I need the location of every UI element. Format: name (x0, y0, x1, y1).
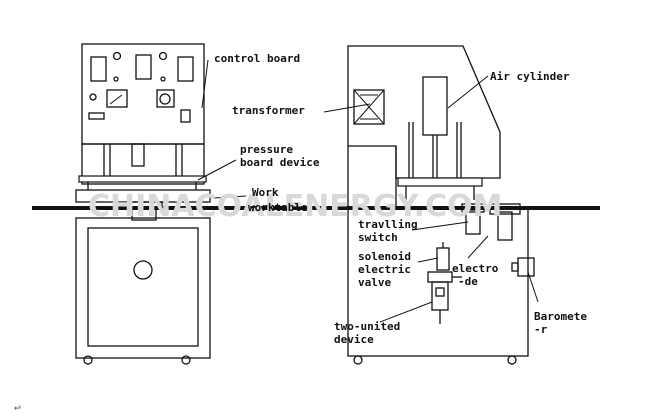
wheel-front-left (83, 355, 93, 365)
electrode-connector (497, 211, 513, 241)
panel-window-2 (135, 54, 152, 80)
label-solenoid-line3: valve (358, 276, 391, 289)
label-transformer: transformer (232, 104, 305, 117)
leader-control-board (201, 59, 209, 109)
dial-knob (159, 93, 171, 105)
watermark-text: CHINACOALENERGY.COM (88, 189, 502, 224)
panel-light-2 (160, 76, 166, 82)
barometer-stem (511, 262, 519, 272)
cabinet-handle (133, 260, 153, 280)
panel-light-1 (113, 76, 119, 82)
leader-solenoid (417, 257, 439, 263)
panel-button-1 (89, 93, 97, 101)
upper-housing (347, 45, 501, 179)
transformer-x-2 (353, 89, 385, 125)
side-pressure-board (397, 177, 483, 187)
meter-needle (109, 94, 123, 105)
leader-switch (411, 221, 469, 231)
cabinet-door (87, 227, 199, 347)
label-air-cylinder: Air cylinder (490, 70, 570, 83)
lower-cabinet (75, 217, 211, 359)
solenoid-valve (436, 247, 450, 271)
label-pressure-line1: pressure (240, 143, 293, 156)
panel-window-1 (90, 56, 107, 82)
label-switch-line2: switch (358, 231, 398, 244)
wheel-front-right (181, 355, 191, 365)
label-worktable-line1: Work (252, 186, 279, 199)
pressure-cylinder (131, 143, 145, 167)
leader-barometer (527, 271, 539, 303)
label-electrode-line1: electro (452, 262, 499, 275)
panel-knob-1 (112, 51, 122, 61)
panel-meter (106, 89, 128, 108)
labels: control board transformer pressure board… (214, 52, 587, 346)
side-view-machine (347, 45, 535, 365)
label-worktable-line2: worktable (248, 201, 308, 214)
panel-button-2 (180, 109, 191, 123)
leader-worktable (213, 195, 247, 199)
label-pressure-line2: board device (240, 156, 320, 169)
label-switch-line1: travlling (358, 218, 418, 231)
leader-two-united (379, 301, 433, 323)
air-cylinder (422, 76, 448, 136)
wheel-side-left (353, 355, 363, 365)
panel-window-3 (177, 56, 194, 82)
label-barometer-line2: -r (534, 323, 548, 336)
leader-electrode (467, 235, 489, 259)
control-board-panel (81, 43, 205, 145)
leader-transformer (323, 103, 371, 113)
barometer-body (517, 257, 535, 277)
leader-air-cylinder (447, 75, 489, 109)
label-solenoid-line2: electric (358, 263, 411, 276)
label-barometer-line1: Baromete (534, 310, 587, 323)
label-electrode-line2: -de (458, 275, 478, 288)
label-solenoid-line1: solenoid (358, 250, 411, 263)
panel-knob-2 (158, 51, 168, 61)
wheel-side-right (507, 355, 517, 365)
label-two-united-line2: device (334, 333, 374, 346)
leader-pressure (197, 159, 237, 181)
panel-dial (156, 89, 175, 108)
leader-lines (197, 59, 539, 323)
filter-window (435, 287, 445, 297)
label-two-united-line1: two-united (334, 320, 400, 333)
pressure-board (78, 175, 207, 183)
panel-switch (88, 112, 105, 120)
filter-head (427, 271, 453, 283)
label-control-board: control board (214, 52, 300, 65)
footer-return-mark: ↵ (14, 400, 21, 413)
front-view-machine (75, 43, 211, 365)
